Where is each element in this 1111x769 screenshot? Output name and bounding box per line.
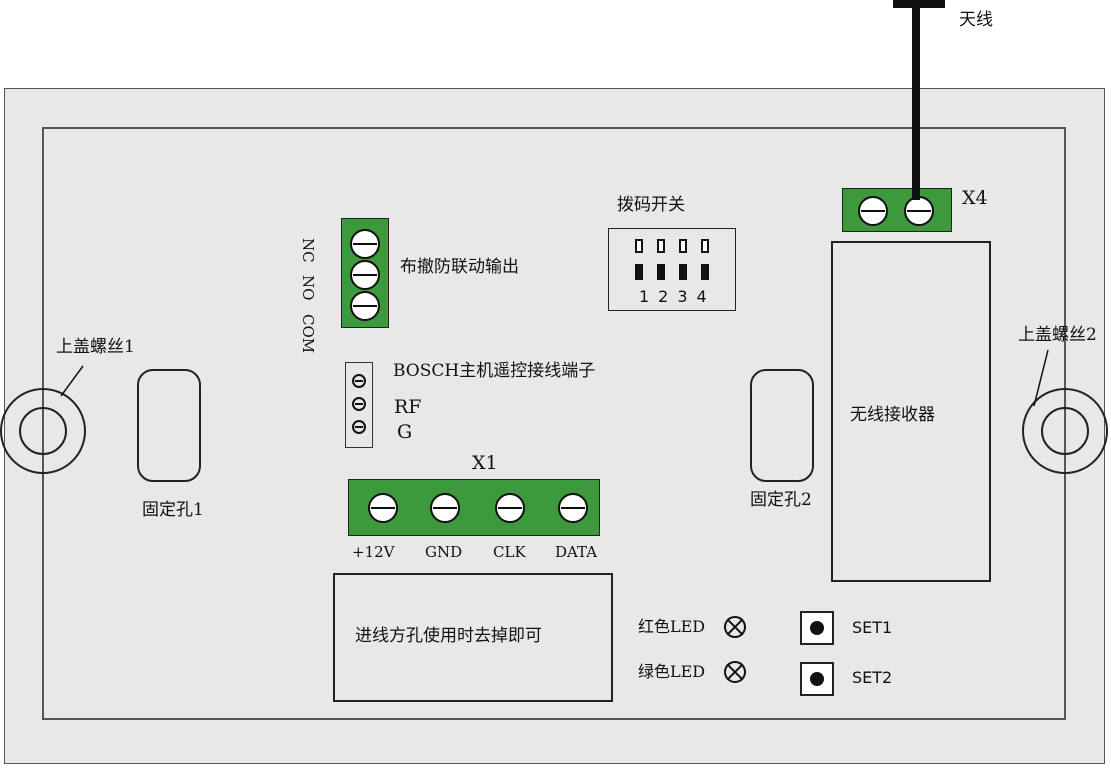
x4-label: X4 bbox=[962, 187, 988, 209]
cover-screw-1-inner bbox=[19, 407, 67, 455]
x1-pin-label: +12V bbox=[352, 543, 395, 561]
wireless-receiver bbox=[831, 241, 991, 582]
arm-output-label: 布撤防联动输出 bbox=[400, 257, 519, 277]
dip-switch-toggle[interactable] bbox=[635, 239, 643, 253]
mounting-hole-1 bbox=[137, 369, 201, 482]
green-led-icon bbox=[724, 661, 746, 683]
dip-switch-lever bbox=[701, 264, 709, 280]
mounting-hole-2 bbox=[750, 369, 814, 482]
dip-switch-toggle[interactable] bbox=[657, 239, 665, 253]
terminal-screw[interactable] bbox=[352, 374, 366, 388]
red-led-icon bbox=[724, 616, 746, 638]
dip-switch-toggle[interactable] bbox=[679, 239, 687, 253]
terminal-screw[interactable] bbox=[350, 291, 380, 321]
x1-label: X1 bbox=[472, 452, 498, 474]
dip-switch-lever bbox=[635, 264, 643, 280]
cover-screw-2[interactable] bbox=[1022, 388, 1108, 474]
terminal-screw[interactable] bbox=[558, 493, 588, 523]
hole-1-label: 固定孔1 bbox=[142, 500, 204, 520]
bosch-terminal-block bbox=[345, 362, 373, 448]
rf-label: RF bbox=[394, 396, 422, 418]
red-led-label: 红色LED bbox=[638, 617, 706, 636]
no-label: NO bbox=[299, 275, 317, 301]
terminal-screw[interactable] bbox=[350, 229, 380, 259]
x1-terminal bbox=[348, 479, 600, 536]
x1-pin-label: GND bbox=[425, 543, 463, 561]
cover-screw-2-inner bbox=[1041, 407, 1089, 455]
arm-output-terminal bbox=[341, 218, 389, 328]
dip-switch-lever bbox=[657, 264, 665, 280]
x1-pin-label: CLK bbox=[493, 543, 526, 561]
x4-terminal bbox=[842, 188, 952, 232]
set2-button[interactable] bbox=[800, 662, 834, 696]
hole-2-label: 固定孔2 bbox=[750, 490, 812, 510]
cover-screw-1[interactable] bbox=[0, 388, 86, 474]
x1-pin-label: DATA bbox=[555, 543, 598, 561]
com-label: COM bbox=[299, 313, 317, 353]
terminal-screw[interactable] bbox=[430, 493, 460, 523]
dip-switch: 1234 bbox=[608, 228, 736, 311]
nc-no-com-label: NC NO COM bbox=[299, 238, 317, 353]
cable-entry-hole bbox=[333, 573, 613, 702]
screw-2-label: 上盖螺丝2 bbox=[1018, 325, 1097, 345]
screw-1-label: 上盖螺丝1 bbox=[56, 337, 135, 357]
cable-entry-label: 进线方孔使用时去掉即可 bbox=[355, 626, 542, 646]
antenna-wire bbox=[912, 0, 920, 200]
nc-label: NC bbox=[299, 238, 317, 263]
terminal-screw[interactable] bbox=[858, 196, 888, 226]
dip-switch-label: 拨码开关 bbox=[617, 195, 685, 215]
set2-label: SET2 bbox=[852, 668, 893, 687]
green-led-label: 绿色LED bbox=[638, 662, 706, 681]
dip-switch-lever bbox=[679, 264, 687, 280]
bosch-terminal-label: BOSCH主机遥控接线端子 bbox=[393, 361, 596, 381]
set1-label: SET1 bbox=[852, 618, 893, 637]
receiver-label: 无线接收器 bbox=[850, 405, 935, 425]
dip-switch-toggle[interactable] bbox=[701, 239, 709, 253]
terminal-screw[interactable] bbox=[495, 493, 525, 523]
g-label: G bbox=[397, 421, 413, 443]
antenna-label: 天线 bbox=[959, 10, 993, 30]
set1-button[interactable] bbox=[800, 611, 834, 645]
terminal-screw[interactable] bbox=[904, 196, 934, 226]
terminal-screw[interactable] bbox=[352, 397, 366, 411]
terminal-screw[interactable] bbox=[350, 260, 380, 290]
dip-switch-numbers: 1234 bbox=[639, 287, 716, 306]
terminal-screw[interactable] bbox=[352, 420, 366, 434]
terminal-screw[interactable] bbox=[368, 493, 398, 523]
